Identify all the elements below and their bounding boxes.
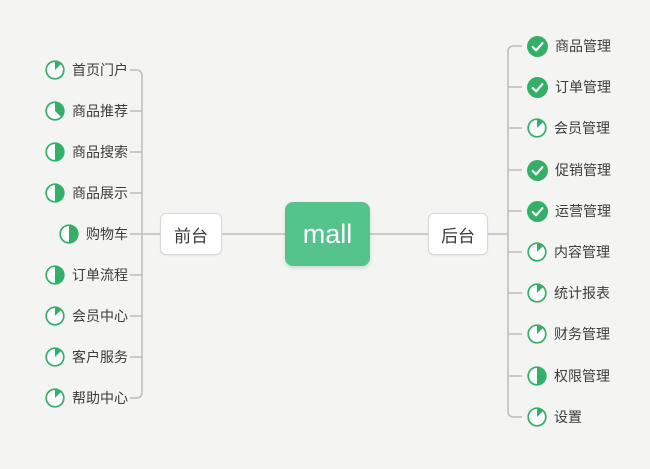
item-label: 客户服务	[72, 349, 128, 365]
mindmap-item[interactable]: 客户服务	[45, 346, 128, 368]
progress-pie-icon	[527, 118, 547, 138]
progress-pie-icon	[527, 407, 547, 427]
progress-pie-icon	[45, 347, 65, 367]
right-trunk-line	[507, 45, 522, 418]
mindmap-item[interactable]: 购物车	[59, 223, 128, 245]
mindmap-item[interactable]: 商品搜索	[45, 141, 128, 163]
mindmap-item[interactable]: 内容管理	[527, 241, 610, 263]
progress-pie-icon	[45, 60, 65, 80]
mindmap-item[interactable]: 帮助中心	[45, 387, 128, 409]
progress-pie-icon	[45, 183, 65, 203]
progress-pie-icon	[45, 388, 65, 408]
item-label: 帮助中心	[72, 390, 128, 406]
mindmap-item[interactable]: 会员中心	[45, 305, 128, 327]
item-label: 商品展示	[72, 185, 128, 201]
progress-pie-icon	[59, 224, 79, 244]
item-label: 会员中心	[72, 308, 128, 324]
mindmap-item[interactable]: 商品展示	[45, 182, 128, 204]
item-label: 购物车	[86, 226, 128, 242]
mindmap-item[interactable]: 商品推荐	[45, 100, 128, 122]
item-label: 商品搜索	[72, 144, 128, 160]
progress-pie-icon	[527, 324, 547, 344]
completed-check-icon	[527, 76, 548, 98]
left-stub-lines	[130, 110, 142, 358]
back-end-branch-node[interactable]: 后台	[428, 213, 488, 255]
completed-check-icon	[527, 159, 548, 181]
progress-pie-icon	[527, 366, 547, 386]
mindmap-item[interactable]: 统计报表	[527, 282, 610, 304]
front-branch-label: 前台	[174, 226, 208, 246]
root-node-mall[interactable]: mall	[285, 202, 370, 266]
front-end-items-column: 首页门户商品推荐商品搜索商品展示购物车订单流程会员中心客户服务帮助中心	[0, 0, 128, 469]
progress-pie-icon	[45, 101, 65, 121]
completed-check-icon	[527, 35, 548, 57]
item-label: 订单流程	[72, 267, 128, 283]
item-label: 统计报表	[554, 285, 610, 301]
progress-pie-icon	[527, 283, 547, 303]
progress-pie-icon	[527, 242, 547, 262]
item-label: 会员管理	[554, 120, 610, 136]
front-end-branch-node[interactable]: 前台	[160, 213, 222, 255]
progress-pie-icon	[45, 142, 65, 162]
mindmap-item[interactable]: 会员管理	[527, 117, 610, 139]
progress-pie-icon	[45, 306, 65, 326]
item-label: 设置	[554, 409, 582, 425]
item-label: 首页门户	[72, 62, 128, 78]
progress-pie-icon	[45, 265, 65, 285]
mindmap-item[interactable]: 首页门户	[45, 59, 128, 81]
mindmap-item[interactable]: 商品管理	[527, 35, 611, 57]
mindmap-item[interactable]: 财务管理	[527, 323, 610, 345]
mindmap-item[interactable]: 设置	[527, 406, 582, 428]
root-label: mall	[302, 218, 353, 249]
item-label: 运营管理	[555, 203, 611, 219]
item-label: 权限管理	[554, 368, 610, 384]
mindmap-item[interactable]: 权限管理	[527, 365, 610, 387]
item-label: 订单管理	[555, 79, 611, 95]
item-label: 商品推荐	[72, 103, 128, 119]
mindmap-item[interactable]: 运营管理	[527, 200, 611, 222]
back-branch-label: 后台	[441, 226, 475, 246]
mindmap-item[interactable]: 促销管理	[527, 159, 611, 181]
completed-check-icon	[527, 200, 548, 222]
item-label: 内容管理	[554, 244, 610, 260]
back-end-items-column: 商品管理订单管理会员管理促销管理运营管理内容管理统计报表财务管理权限管理设置	[527, 0, 650, 469]
right-stub-lines	[508, 86, 522, 377]
item-label: 促销管理	[555, 162, 611, 178]
item-label: 商品管理	[555, 38, 611, 54]
mindmap-item[interactable]: 订单管理	[527, 76, 611, 98]
item-label: 财务管理	[554, 326, 610, 342]
mindmap-item[interactable]: 订单流程	[45, 264, 128, 286]
